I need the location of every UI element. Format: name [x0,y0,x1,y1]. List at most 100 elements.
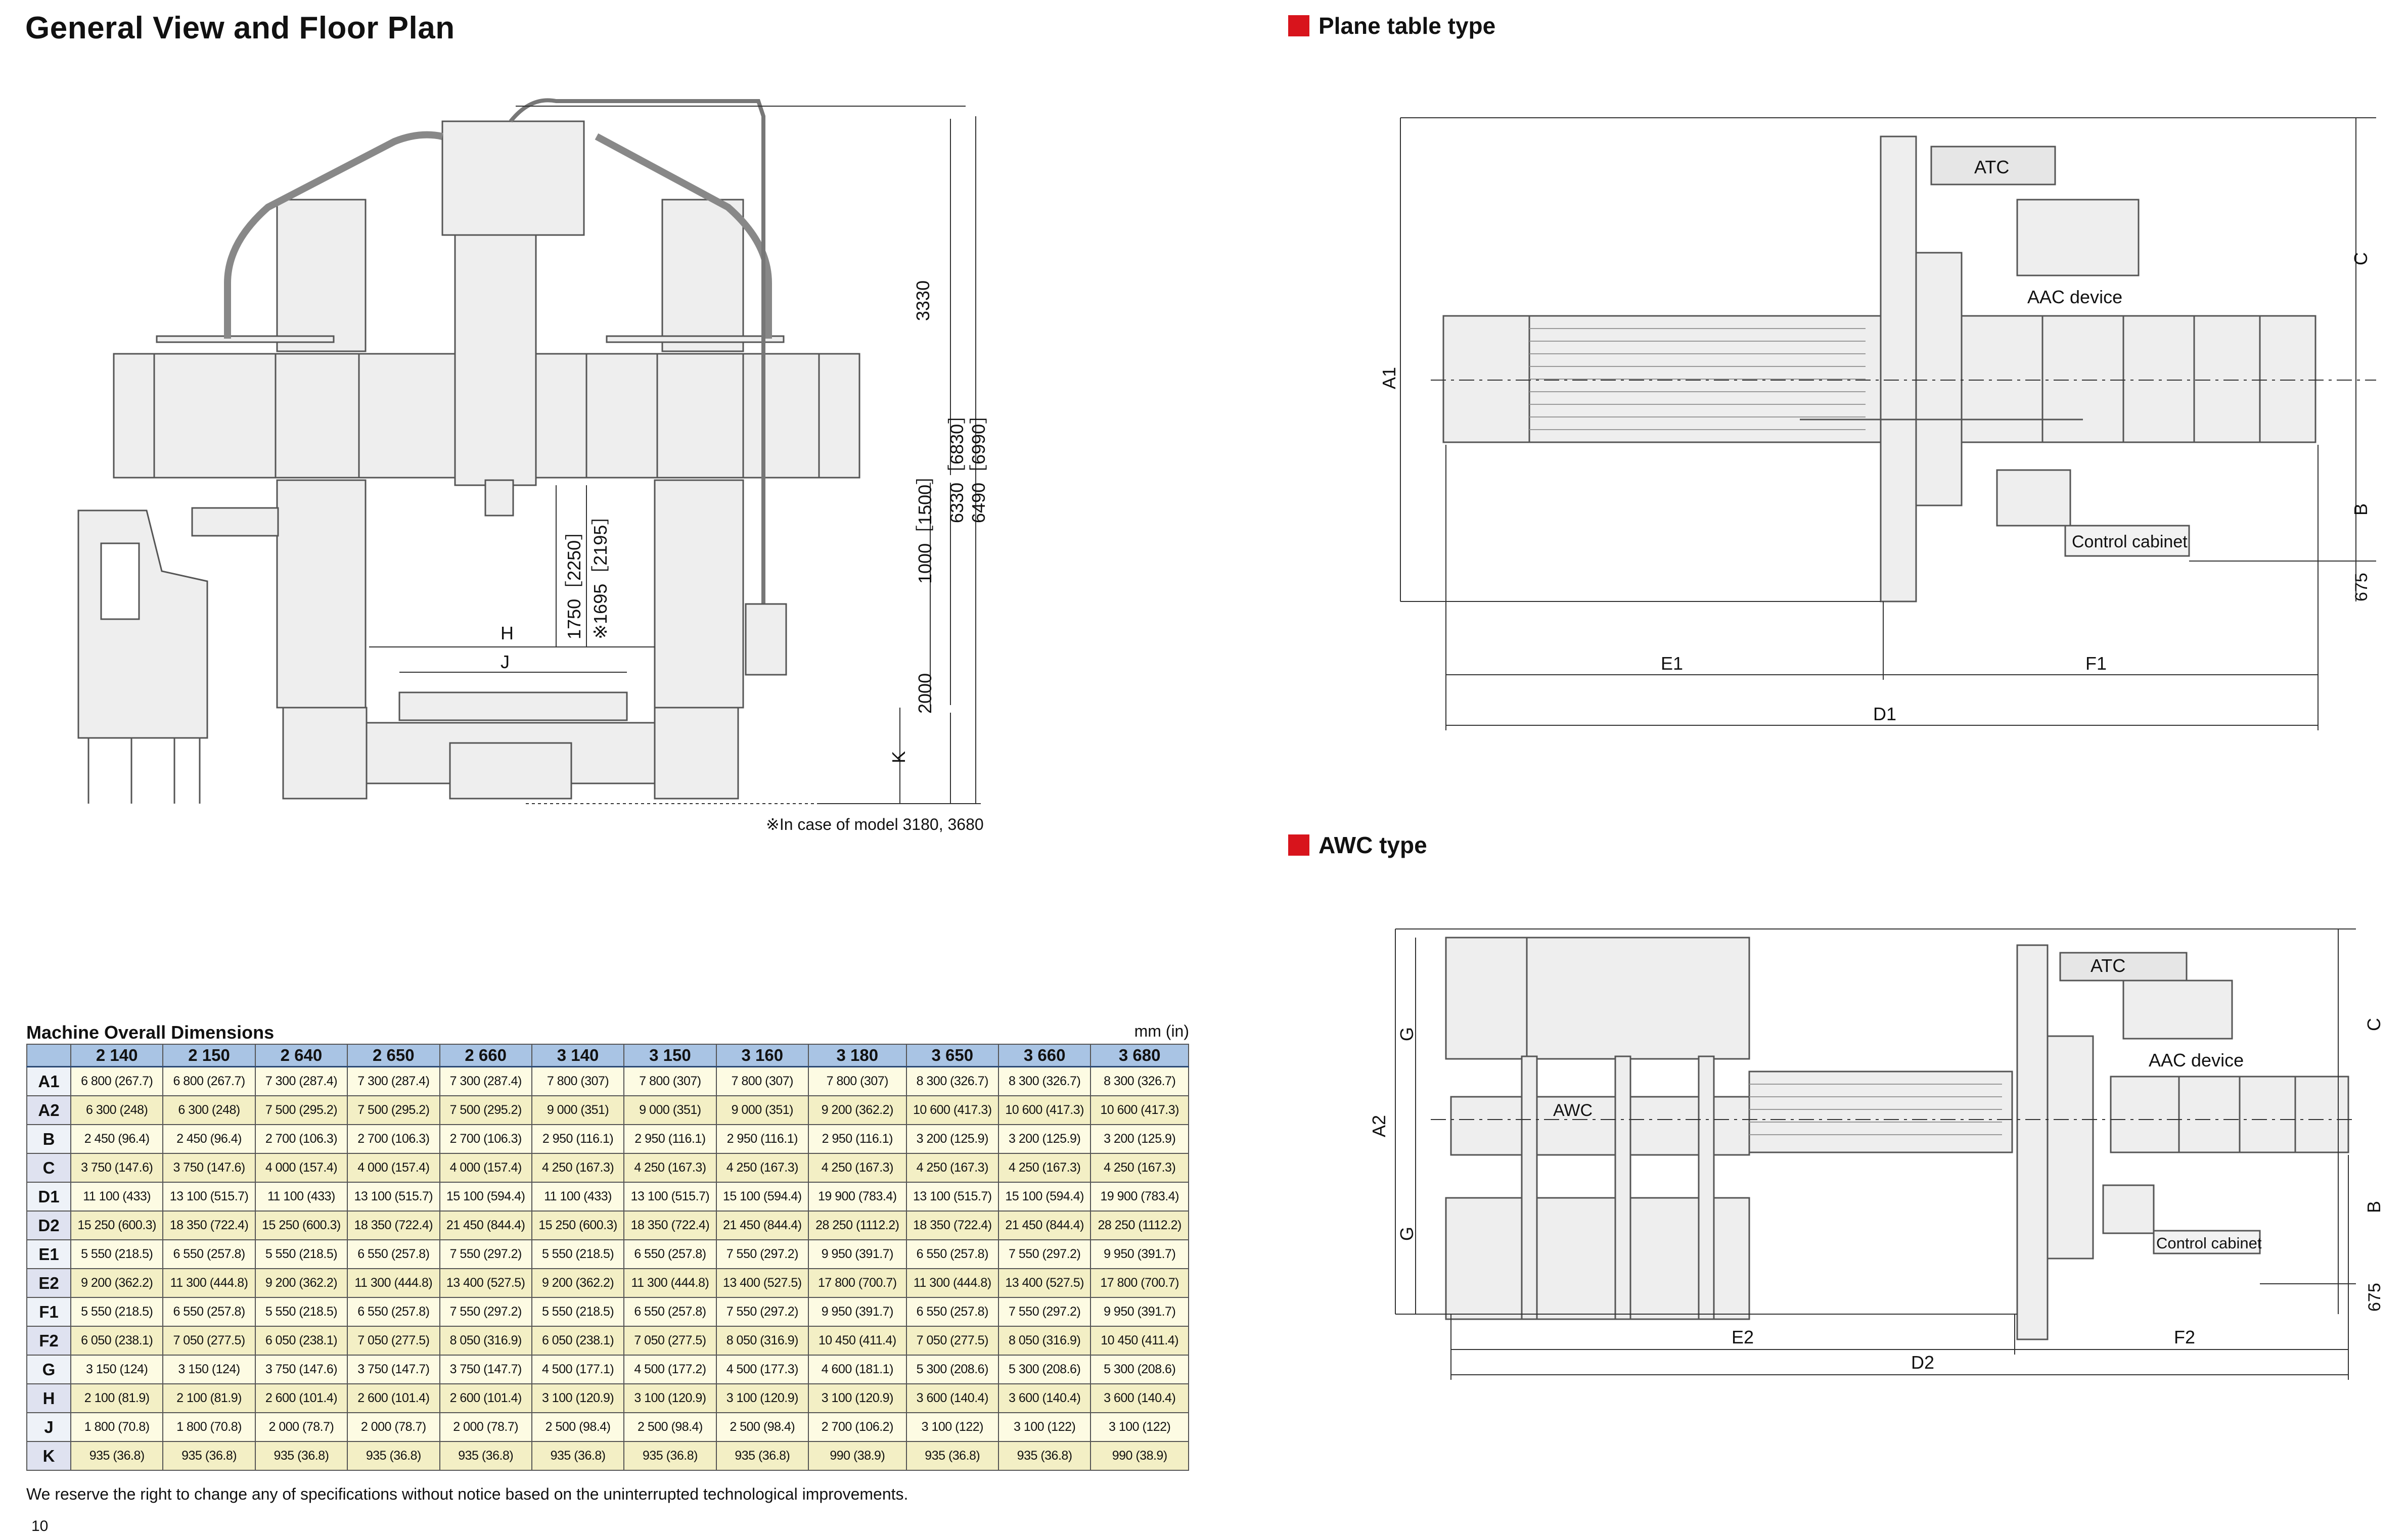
pt-dim-B: B [2350,503,2371,516]
table-cell: 3 200 (125.9) [1090,1124,1189,1154]
table-cell: 7 050 (277.5) [162,1326,256,1356]
control-panel [77,509,208,739]
column-header: 3 140 [531,1044,625,1067]
table-cell: 9 950 (391.7) [1090,1239,1189,1269]
column-header: 2 140 [70,1044,164,1067]
awc-cross-rail [2016,944,2049,1340]
red-square-icon [1288,834,1309,856]
page-number: 10 [31,1518,49,1534]
table-cell: 2 600 (101.4) [439,1383,532,1413]
column-header: 2 660 [439,1044,532,1067]
table-cell: 3 750 (147.6) [254,1355,348,1384]
table-cell: 4 250 (167.3) [808,1153,907,1183]
awc-title-text: AWC type [1319,832,1427,858]
table-cell: 7 800 (307) [623,1066,717,1096]
table-cell: 5 550 (218.5) [531,1239,625,1269]
table-cell: 8 050 (316.9) [997,1326,1092,1356]
table-cell: 6 800 (267.7) [162,1066,256,1096]
table-cell: 8 050 (316.9) [439,1326,532,1356]
table-cell: 2 700 (106.3) [347,1124,440,1154]
table-cell: 1 800 (70.8) [162,1412,256,1442]
table-cell: 7 550 (297.2) [439,1297,532,1327]
awc-dim-C: C [2364,1018,2384,1031]
awc-section-title: AWC type [1288,831,1427,859]
table-cell: 13 400 (527.5) [997,1268,1092,1298]
table-cell: 3 100 (120.9) [531,1383,625,1413]
table-cell: 10 600 (417.3) [1090,1095,1189,1125]
table-cell: 6 550 (257.8) [347,1239,440,1269]
table-cell: 5 550 (218.5) [254,1239,348,1269]
table-cell: 8 300 (326.7) [997,1066,1092,1096]
table-cell: 5 550 (218.5) [531,1297,625,1327]
table-cell: 3 100 (122) [905,1412,999,1442]
table-cell: 13 100 (515.7) [623,1182,717,1212]
pt-dim-C: C [2350,252,2371,265]
awc-atc [2059,952,2188,982]
table-cell: 13 400 (527.5) [439,1268,532,1298]
awc-control-cabinet [2153,1230,2261,1254]
table-cell: 935 (36.8) [623,1441,717,1471]
table-cell: 3 750 (147.6) [162,1153,256,1183]
awc-pallet-bottom [1526,1197,1750,1320]
row-label: F2 [26,1326,71,1356]
table-cell: 5 300 (208.6) [905,1355,999,1384]
table-cell: 935 (36.8) [715,1441,809,1471]
table-cell: 9 950 (391.7) [808,1297,907,1327]
table-cell: 13 100 (515.7) [905,1182,999,1212]
row-label: H [26,1383,71,1413]
column-header: 3 160 [715,1044,809,1067]
table-cell: 7 500 (295.2) [254,1095,348,1125]
dim-1000: 1000［1500］ [915,467,935,584]
table-cell: 6 550 (257.8) [347,1297,440,1327]
table-cell: 6 050 (238.1) [70,1326,164,1356]
dim-K: K [888,751,909,763]
table-cell: 935 (36.8) [997,1441,1092,1471]
table-cell: 18 350 (722.4) [623,1211,717,1240]
pt-dim-675: 675 [2352,573,2371,601]
table-cell: 13 400 (527.5) [715,1268,809,1298]
awc-control-label: Control cabinet [2156,1234,2262,1252]
table-cell: 28 250 (1112.2) [808,1211,907,1240]
table-cell: 6 050 (238.1) [254,1326,348,1356]
table-cell: 3 200 (125.9) [905,1124,999,1154]
dim-3330: 3330 [913,281,933,321]
awc-dim-B: B [2364,1201,2384,1213]
table-cell: 5 300 (208.6) [1090,1355,1189,1384]
left-column [276,479,367,709]
table-cell: 10 450 (411.4) [1090,1326,1189,1356]
table-cell: 19 900 (783.4) [808,1182,907,1212]
awc-dim-A2: A2 [1369,1115,1389,1137]
awc-dim-F2: F2 [2174,1327,2195,1347]
table-cell: 2 950 (116.1) [715,1124,809,1154]
column-header: 2 640 [254,1044,348,1067]
table-cell: 11 300 (444.8) [347,1268,440,1298]
table-cell: 935 (36.8) [531,1441,625,1471]
row-label: G [26,1355,71,1384]
table-cell: 7 550 (297.2) [997,1297,1092,1327]
table-cell: 18 350 (722.4) [905,1211,999,1240]
table-cell: 4 250 (167.3) [715,1153,809,1183]
awc-pallet-top [1526,937,1750,1060]
dim-1695: ※1695［2195］ [590,507,611,639]
table-cell: 3 750 (147.7) [439,1355,532,1384]
table-cell: 28 250 (1112.2) [1090,1211,1189,1240]
pt-cross-rail [1880,135,1917,602]
awc-dim-D2: D2 [1911,1352,1934,1373]
table-cell: 7 050 (277.5) [623,1326,717,1356]
table-cell: 6 300 (248) [70,1095,164,1125]
table-cell: 21 450 (844.4) [439,1211,532,1240]
spindle-head [441,120,585,236]
table-cell: 11 300 (444.8) [162,1268,256,1298]
table-cell: 9 000 (351) [531,1095,625,1125]
table-cell: 15 100 (594.4) [715,1182,809,1212]
dim-H: H [501,623,514,643]
pt-dim-E1: E1 [1661,653,1683,674]
dim-J: J [501,651,510,672]
table-cell: 10 600 (417.3) [905,1095,999,1125]
table-cell: 15 100 (594.4) [439,1182,532,1212]
